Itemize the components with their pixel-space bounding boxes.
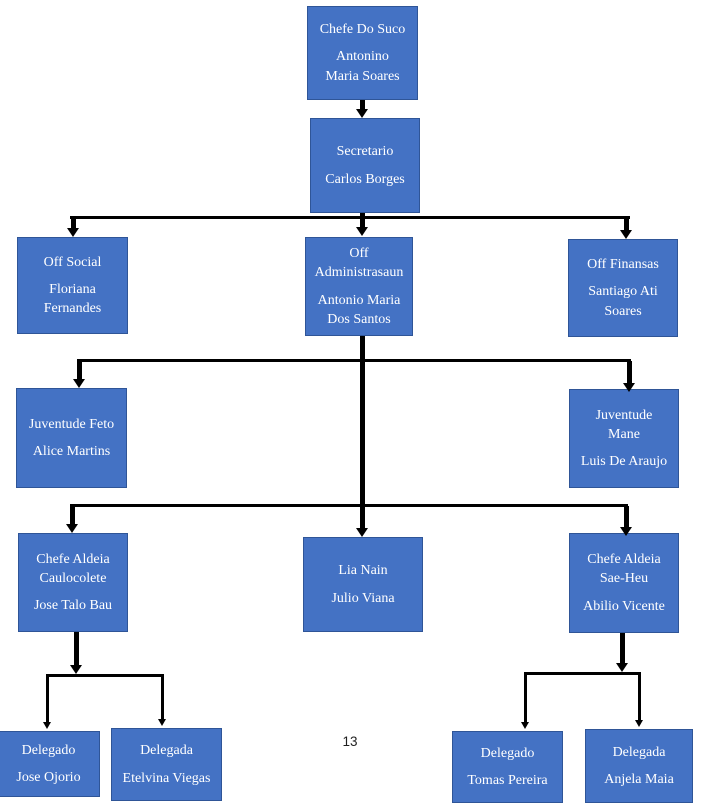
arrow-down-icon <box>158 719 166 726</box>
org-node-chefe-aldeia-caulocolete: Chefe Aldeia Caulocolete Jose Talo Bau <box>18 533 128 632</box>
arrow-down-icon <box>355 528 368 537</box>
org-node-secretario: Secretario Carlos Borges <box>310 118 420 213</box>
connector-line <box>70 506 75 526</box>
connector-line <box>360 218 365 229</box>
connector-line <box>70 218 76 230</box>
node-person: Julio Viana <box>331 590 395 606</box>
connector-rail <box>70 504 628 507</box>
node-title: Delegado <box>480 745 535 761</box>
arrow-down-icon <box>43 722 51 729</box>
arrow-down-icon <box>521 722 529 729</box>
connector-rail <box>524 672 641 675</box>
connector-line <box>360 336 365 529</box>
connector-line <box>77 361 82 381</box>
connector-rail <box>46 674 164 677</box>
node-person: Luis De Araujo <box>580 454 668 470</box>
node-person: Etelvina Viegas <box>122 770 211 786</box>
connector-line <box>360 213 365 217</box>
arrow-down-icon <box>620 527 632 536</box>
connector-line <box>360 100 365 111</box>
arrow-down-icon <box>73 379 85 388</box>
org-node-off-administrasaun: Off Administrasaun Antonio Maria Dos San… <box>305 237 413 336</box>
node-title: Juventude Mane <box>595 407 653 442</box>
node-person: Jose Ojorio <box>16 770 81 785</box>
node-person: Alice Martins <box>32 444 111 459</box>
org-node-juventude-mane: Juventude Mane Luis De Araujo <box>569 389 679 488</box>
org-node-off-finansas: Off Finansas Santiago Ati Soares <box>568 239 678 337</box>
node-title: Chefe Do Suco <box>319 22 406 38</box>
arrow-down-icon <box>623 383 635 392</box>
node-title: Delegado <box>21 742 76 758</box>
arrow-down-icon <box>70 665 82 674</box>
arrow-down-icon <box>616 663 628 672</box>
org-node-delegado-tomas-pereira: Delegado Tomas Pereira <box>452 731 563 803</box>
node-title: Secretario <box>336 144 394 160</box>
node-title: Off Social <box>43 254 102 270</box>
node-person: Abilio Vicente <box>583 598 665 614</box>
node-person: Floriana Fernandes <box>43 281 102 317</box>
connector-line <box>624 218 629 232</box>
node-title: Off Finansas <box>587 257 659 273</box>
node-title: Lia Nain <box>338 563 388 579</box>
org-node-delegada-etelvina-viegas: Delegada Etelvina Viegas <box>111 728 222 801</box>
node-person: Tomas Pereira <box>467 773 548 788</box>
connector-line <box>74 632 79 667</box>
connector-line <box>627 361 632 385</box>
arrow-down-icon <box>66 524 78 533</box>
connector-line <box>524 674 527 722</box>
arrow-down-icon <box>635 720 643 727</box>
node-person: Antonio Maria Dos Santos <box>317 292 401 327</box>
connector-line <box>620 633 625 665</box>
node-person: Antonino Maria Soares <box>325 49 400 84</box>
org-node-delegada-anjela-maia: Delegada Anjela Maia <box>585 729 693 803</box>
org-node-lia-nain: Lia Nain Julio Viana <box>303 537 423 632</box>
arrow-down-icon <box>620 230 632 239</box>
node-title: Chefe Aldeia Caulocolete <box>36 551 110 586</box>
org-node-delegado-jose-ojorio: Delegado Jose Ojorio <box>0 731 100 797</box>
connector-line <box>638 674 641 720</box>
connector-rail <box>77 359 631 362</box>
page-number: 13 <box>342 734 358 749</box>
connector-line <box>46 676 49 723</box>
node-title: Chefe Aldeia Sae-Heu <box>587 552 661 587</box>
connector-line <box>624 506 629 529</box>
node-person: Jose Talo Bau <box>33 598 113 614</box>
node-title: Delegada <box>612 744 666 760</box>
connector-line <box>161 676 164 720</box>
node-title: Juventude Feto <box>28 416 115 432</box>
node-person: Santiago Ati Soares <box>588 284 658 319</box>
node-title: Delegada <box>140 743 193 759</box>
node-person: Carlos Borges <box>325 171 405 187</box>
connector-rail <box>70 216 630 219</box>
org-node-chefe-aldeia-sae-heu: Chefe Aldeia Sae-Heu Abilio Vicente <box>569 533 679 633</box>
arrow-down-icon <box>355 109 368 118</box>
node-title: Off Administrasaun <box>314 245 404 281</box>
arrow-down-icon <box>355 227 368 236</box>
node-person: Anjela Maia <box>604 772 674 787</box>
org-node-juventude-feto: Juventude Feto Alice Martins <box>16 388 127 488</box>
arrow-down-icon <box>66 228 79 237</box>
org-node-chefe-do-suco: Chefe Do Suco Antonino Maria Soares <box>307 6 418 100</box>
org-node-off-social: Off Social Floriana Fernandes <box>17 237 128 334</box>
